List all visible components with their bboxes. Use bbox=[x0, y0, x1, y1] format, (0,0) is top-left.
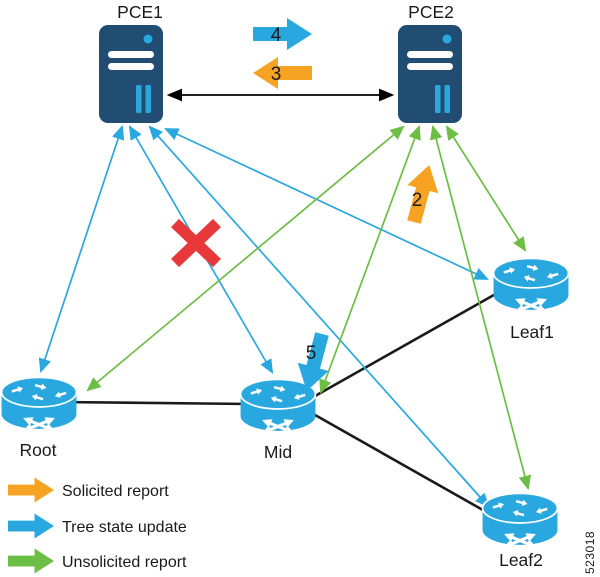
step2-label: 2 bbox=[412, 190, 423, 211]
tree-state-link-pce1-leaf2 bbox=[148, 125, 490, 508]
legend-item-unsolicited: Unsolicited report bbox=[8, 548, 187, 574]
unsolicited-link-pce2-leaf1 bbox=[445, 125, 527, 252]
pce2-server-icon bbox=[398, 25, 462, 123]
pce2-label: PCE2 bbox=[408, 2, 454, 22]
unsolicited-report-arrow-icon bbox=[8, 548, 55, 574]
legend-item-solicited: Solicited report bbox=[8, 477, 169, 503]
leaf2-label: Leaf2 bbox=[499, 550, 543, 570]
link-mid-leaf2 bbox=[307, 409, 498, 520]
leaf1-label: Leaf1 bbox=[510, 322, 554, 342]
tree-state-link-pce1-root bbox=[38, 124, 125, 374]
root-router-icon bbox=[2, 377, 77, 429]
step3-arrow-left-icon bbox=[253, 57, 312, 89]
figure-number: 523018 bbox=[583, 531, 597, 574]
unsolicited-link-pce2-leaf2 bbox=[429, 124, 532, 491]
pce1-server-icon bbox=[99, 25, 163, 123]
unsolicited-link-pce2-mid bbox=[319, 124, 421, 395]
mid-label: Mid bbox=[264, 442, 292, 462]
legend: Solicited report Tree state update Unsol… bbox=[8, 477, 187, 574]
legend-label-tree-state: Tree state update bbox=[62, 519, 187, 536]
legend-label-solicited: Solicited report bbox=[62, 483, 169, 500]
unsolicited-report-links bbox=[86, 124, 532, 491]
step5-label: 5 bbox=[306, 343, 317, 364]
step3-label: 3 bbox=[271, 64, 282, 85]
tree-state-update-arrow-icon bbox=[8, 513, 55, 539]
link-mid-leaf1 bbox=[307, 285, 509, 402]
legend-label-unsolicited: Unsolicited report bbox=[62, 554, 187, 571]
legend-item-tree-state: Tree state update bbox=[8, 513, 187, 539]
leaf2-router-icon bbox=[483, 493, 558, 545]
step4-arrow-right-icon bbox=[253, 18, 312, 50]
link-root-mid bbox=[57, 400, 251, 406]
red-x-icon bbox=[171, 218, 221, 268]
mid-router-icon bbox=[241, 379, 316, 431]
step4-label: 4 bbox=[271, 25, 282, 46]
pce1-label: PCE1 bbox=[117, 2, 163, 22]
solicited-report-arrow-icon bbox=[8, 477, 55, 503]
root-label: Root bbox=[20, 440, 57, 460]
leaf1-router-icon bbox=[494, 258, 569, 310]
